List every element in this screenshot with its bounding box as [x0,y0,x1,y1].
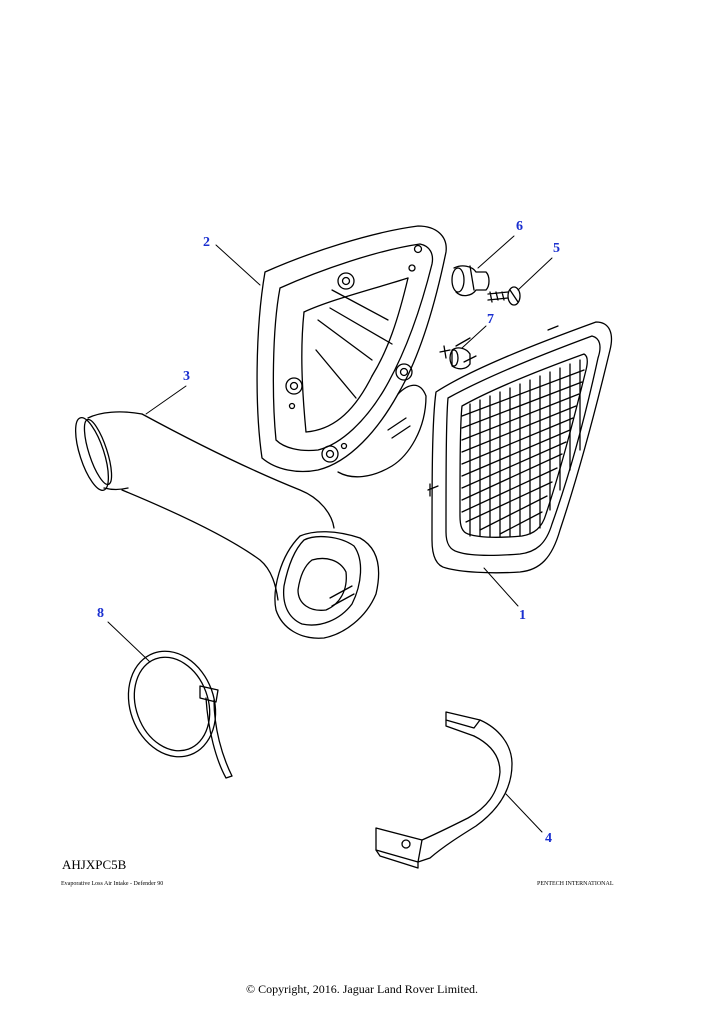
part-8-cable-tie[interactable] [114,639,233,779]
callout-1: 1 [519,608,526,623]
part-4-bracket[interactable] [375,711,513,869]
callout-3: 3 [183,369,190,384]
reference-code: AHJXPC5B [62,857,127,872]
part-2-housing-frame[interactable] [256,225,447,478]
callout-4: 4 [545,831,552,846]
callout-6: 6 [516,219,523,234]
part-3-intake-tube[interactable] [69,411,380,639]
callout-2: 2 [203,235,210,250]
part-5-screw[interactable] [487,286,521,306]
part-1-mesh-grille[interactable] [427,321,613,574]
callout-7: 7 [487,312,494,327]
diagram-caption: Evaporative Loss Air Intake - Defender 9… [61,881,164,887]
callout-8: 8 [97,606,104,621]
copyright-notice: © Copyright, 2016. Jaguar Land Rover Lim… [245,982,479,996]
part-7-stud[interactable] [439,345,471,370]
publisher-caption: PENTECH INTERNATIONAL [537,881,614,887]
callout-5: 5 [553,241,560,256]
part-6-plug[interactable] [451,265,490,297]
leader-lines [107,235,553,833]
